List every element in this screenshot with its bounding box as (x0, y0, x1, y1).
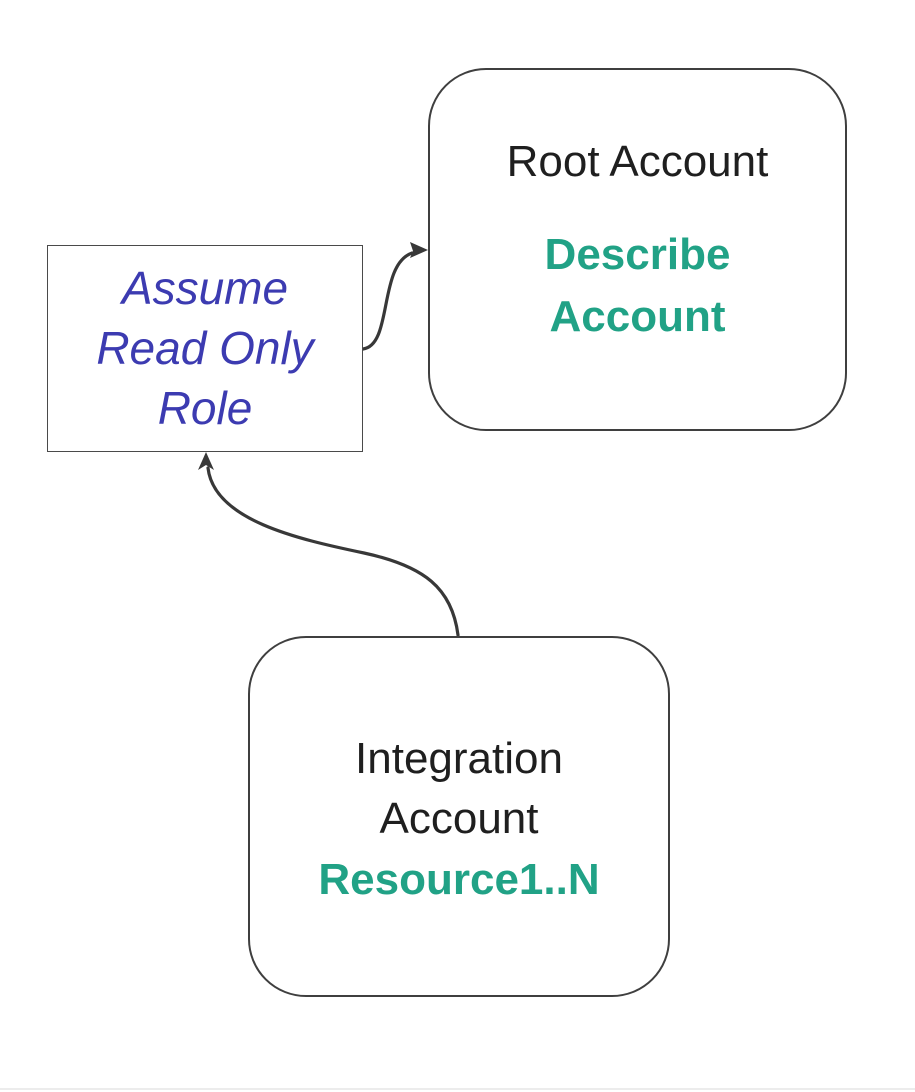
arrowhead-right-icon (410, 242, 428, 258)
edge-integration-to-assume (198, 452, 460, 637)
root-account-action-line2: Account (549, 292, 726, 341)
edge-integration-to-assume-line (206, 466, 460, 637)
bottom-edge-divider (0, 1088, 915, 1090)
integration-account-title-line1: Integration (355, 734, 563, 783)
integration-account-title-line2: Account (379, 794, 539, 843)
root-account-title: Root Account (506, 137, 769, 186)
integration-account-resources: Resource1..N (318, 855, 600, 904)
assume-role-label-line2: Read Only (96, 322, 314, 374)
node-root-account: Root Account Describe Account (428, 68, 847, 431)
edge-assume-to-root-line (361, 251, 414, 351)
assume-role-label-line3: Role (157, 382, 253, 434)
assume-role-label-line1: Assume (121, 262, 289, 314)
node-integration-account: Integration Account Resource1..N (248, 636, 670, 997)
node-assume-read-only-role: Assume Read Only Role (47, 245, 363, 452)
root-account-action-line1: Describe (544, 230, 731, 279)
edge-assume-to-root (361, 242, 428, 351)
arrowhead-up-icon (198, 452, 214, 470)
